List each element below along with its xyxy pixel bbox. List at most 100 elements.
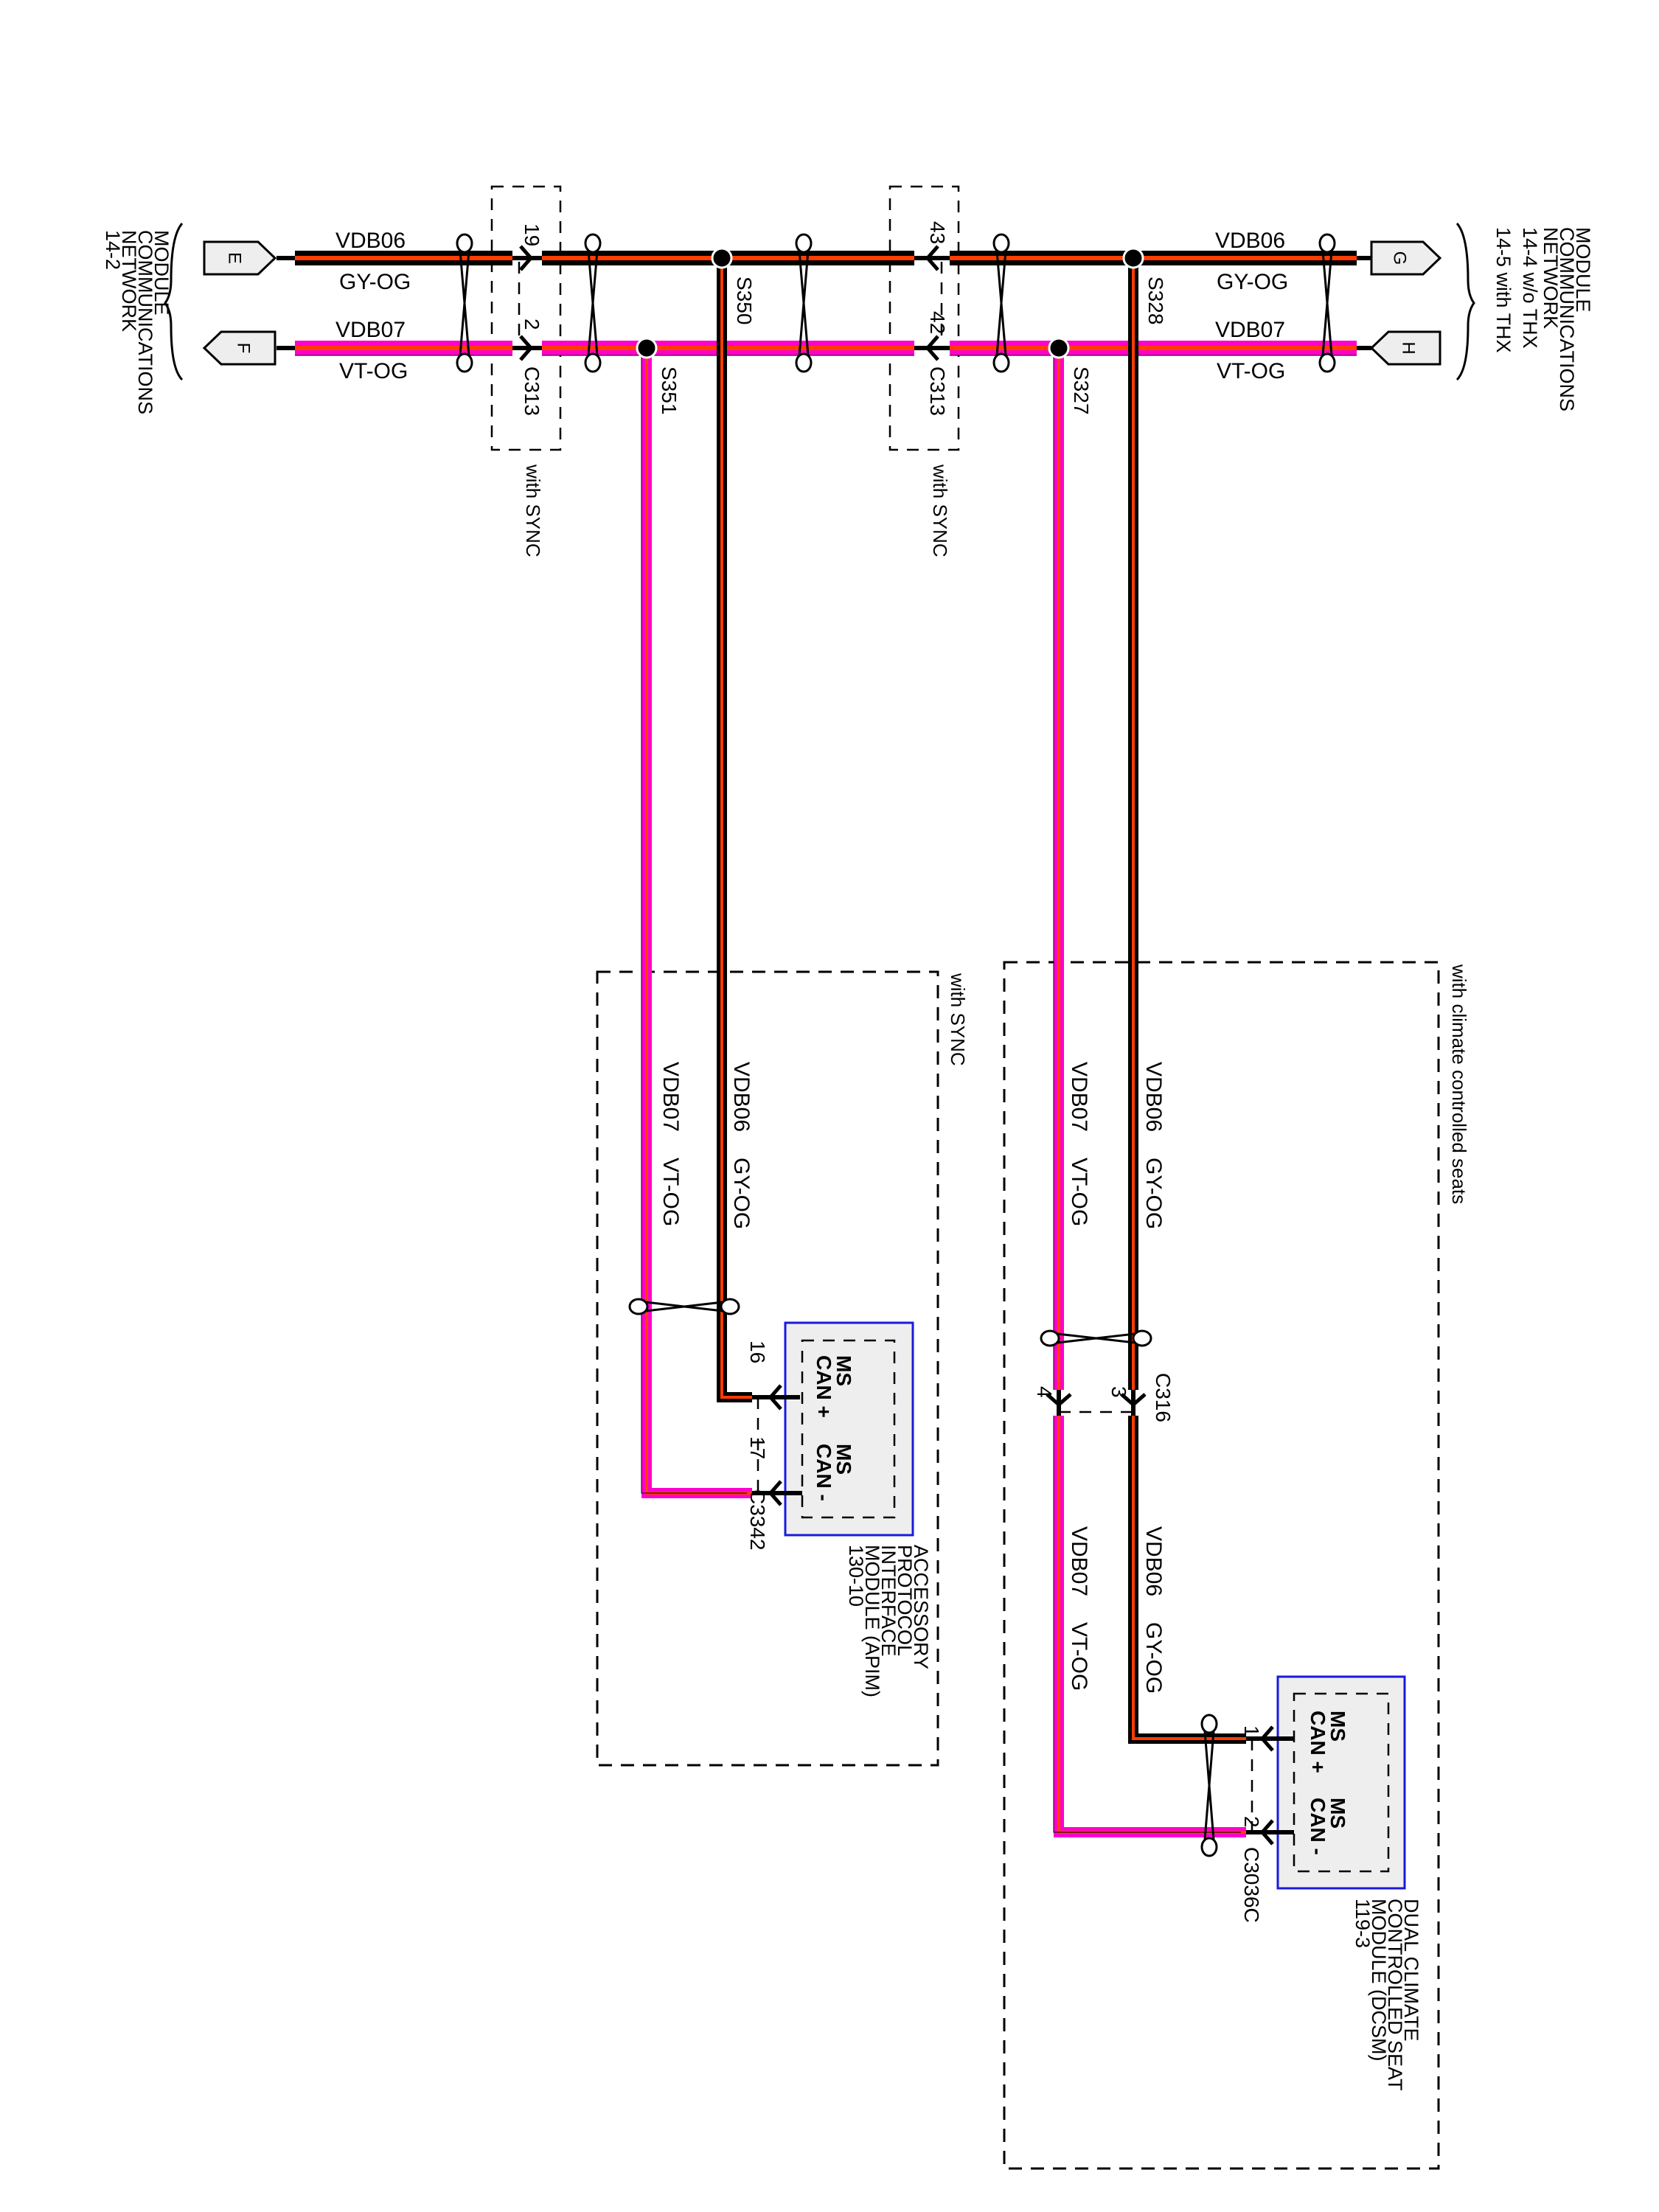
ref-connector-e-shape[interactable] [203,240,277,276]
wire-label-vdb07-left: VDB07 [335,318,406,342]
wire-apim-vdb07-insulation [641,355,752,1498]
connector-pin-arrow [519,335,533,361]
c313-pin-2: 2 [521,319,543,330]
connector-pins [519,245,1274,1846]
wire-vdb07-seg2 [542,341,914,356]
ref-connector-g-shape[interactable] [1370,240,1442,276]
left-ref-line-4: 14-2 [102,230,124,270]
sync-group-note: with SYNC [947,973,969,1066]
c316-id: C316 [1152,1373,1175,1422]
splice-label-s327: S327 [1070,366,1093,414]
ref-connector-e[interactable]: E [203,240,277,276]
connector-pin-arrow [925,335,939,361]
twisted-pair-markers [456,233,1336,1857]
dcsm-name-line-4: 119-3 [1352,1899,1374,1948]
c313-pin-43: 43 [926,221,949,244]
wire-apim-vdb06 [717,265,752,1402]
apim-wire-color-gyog: GY-OG [729,1158,754,1229]
apim-module-box[interactable] [784,1321,914,1537]
c313-left-id: C313 [521,366,543,416]
twist-marker [584,233,602,373]
splice-label-s350: S350 [733,276,756,324]
connector-pin-arrow [1260,1725,1274,1752]
ref-connector-f-label: F [234,343,254,354]
dcsm-upper-label-vdb07: VDB07 [1067,1062,1091,1132]
apim-pin-16-name-2: CAN + [813,1355,835,1418]
dcsm-internal-dashed [1293,1692,1390,1873]
dcsm-lower-color-vtog: VT-OG [1067,1622,1091,1691]
apim-name-line-4: MODULE (APIM) [861,1545,883,1697]
left-ref-line-2: COMMUNICATIONS [134,230,156,414]
dcsm-lower-color-gyog: GY-OG [1141,1622,1166,1694]
apim-connector-id: C3342 [746,1489,769,1551]
climate-group-note: with climate controlled seats [1448,964,1470,1204]
c313-pin-19: 19 [521,223,543,246]
right-ref-line-1: MODULE [1572,227,1594,313]
wire-apim-vdb07-stripe [645,355,752,1495]
wire-vdb07-seg3 [950,341,1357,356]
wire-apim-vdb07-edge [641,355,747,1494]
dcsm-upper-color-gyog: GY-OG [1141,1158,1166,1229]
apim-module[interactable] [784,1321,914,1537]
dcsm-upper-label-vdb06: VDB06 [1141,1062,1166,1132]
right-ref-line-4: 14-4 w/o THX [1519,227,1541,349]
c313-left-note: with SYNC [522,464,544,557]
dcsm-pin-1-name-1: MS [1326,1711,1349,1742]
wire-color-vtog-right: VT-OG [1217,359,1285,383]
apim-name-line-1: ACCESSORY [910,1545,932,1669]
dcsm-pin-2-name-1: MS [1326,1798,1349,1829]
connector-pin-arrow [1260,1819,1274,1846]
twist-marker [1040,1329,1152,1347]
twist-marker [1318,233,1336,373]
ref-connector-f[interactable]: F [202,330,276,366]
right-ref-line-5: 14-5 with THX [1492,227,1514,353]
dcsm-pin-2-name-2: CAN - [1307,1798,1329,1855]
wire-dcsm-vdb07-lower-edge [1053,1416,1241,1833]
ref-connector-g[interactable]: G [1370,240,1442,276]
climate-seat-option-box [1003,961,1440,2170]
wire-dcsm-vdb06-lower [1128,1416,1246,1744]
c316-pin-4: 4 [1033,1386,1056,1398]
wire-vdb07-seg1 [295,341,512,356]
left-ref-brace [164,223,184,381]
ref-connector-f-shape[interactable] [202,330,276,366]
c313-pin-42: 42 [926,311,949,334]
splices [636,247,1144,359]
ref-connector-h-shape[interactable] [1369,330,1441,366]
connector-pin-arrow [1046,1393,1072,1407]
wire-apim-vdb06-stripe [720,265,752,1399]
dcsm-pin-1: 1 [1240,1725,1263,1737]
wire-apim-vdb07 [641,355,752,1498]
dcsm-upper-color-vtog: VT-OG [1067,1158,1091,1226]
ref-connector-e-label: E [225,252,245,264]
twist-marker [1200,1714,1218,1857]
connector-pin-arrow [925,245,939,271]
dcsm-module[interactable] [1276,1675,1406,1890]
splice-dot [711,247,733,269]
apim-name-line-3: INTERFACE [877,1545,900,1657]
dcsm-lower-label-vdb06: VDB06 [1141,1526,1166,1596]
ref-connector-h-label: H [1399,341,1419,354]
c316-pin-3: 3 [1107,1386,1130,1398]
dcsm-connector-id: C3036C [1240,1847,1263,1923]
right-ref-line-2: COMMUNICATIONS [1556,227,1578,411]
c313-right-note: with SYNC [929,464,951,557]
twist-marker [795,233,813,373]
wires [276,251,1371,1837]
wire-label-vdb06-right: VDB06 [1215,229,1285,253]
left-ref-text: MODULE COMMUNICATIONS NETWORK 14-2 [102,230,173,414]
apim-wire-label-vdb06: VDB06 [729,1062,754,1132]
connector-pin-arrow [768,1480,782,1506]
splice-label-s328: S328 [1144,276,1167,324]
connector-pin-arrow [1120,1393,1147,1407]
wire-label-vdb07-right: VDB07 [1215,318,1285,342]
wire-color-vtog-left: VT-OG [339,359,408,383]
splice-dot [1122,247,1144,269]
apim-name: ACCESSORY PROTOCOL INTERFACE MODULE (API… [845,1545,932,1697]
dcsm-module-box[interactable] [1276,1675,1406,1890]
connector-pin-arrow [519,245,533,271]
dcsm-lower-label-vdb07: VDB07 [1067,1526,1091,1596]
c313-right-id: C313 [926,366,949,416]
ref-connector-h[interactable]: H [1369,330,1441,366]
